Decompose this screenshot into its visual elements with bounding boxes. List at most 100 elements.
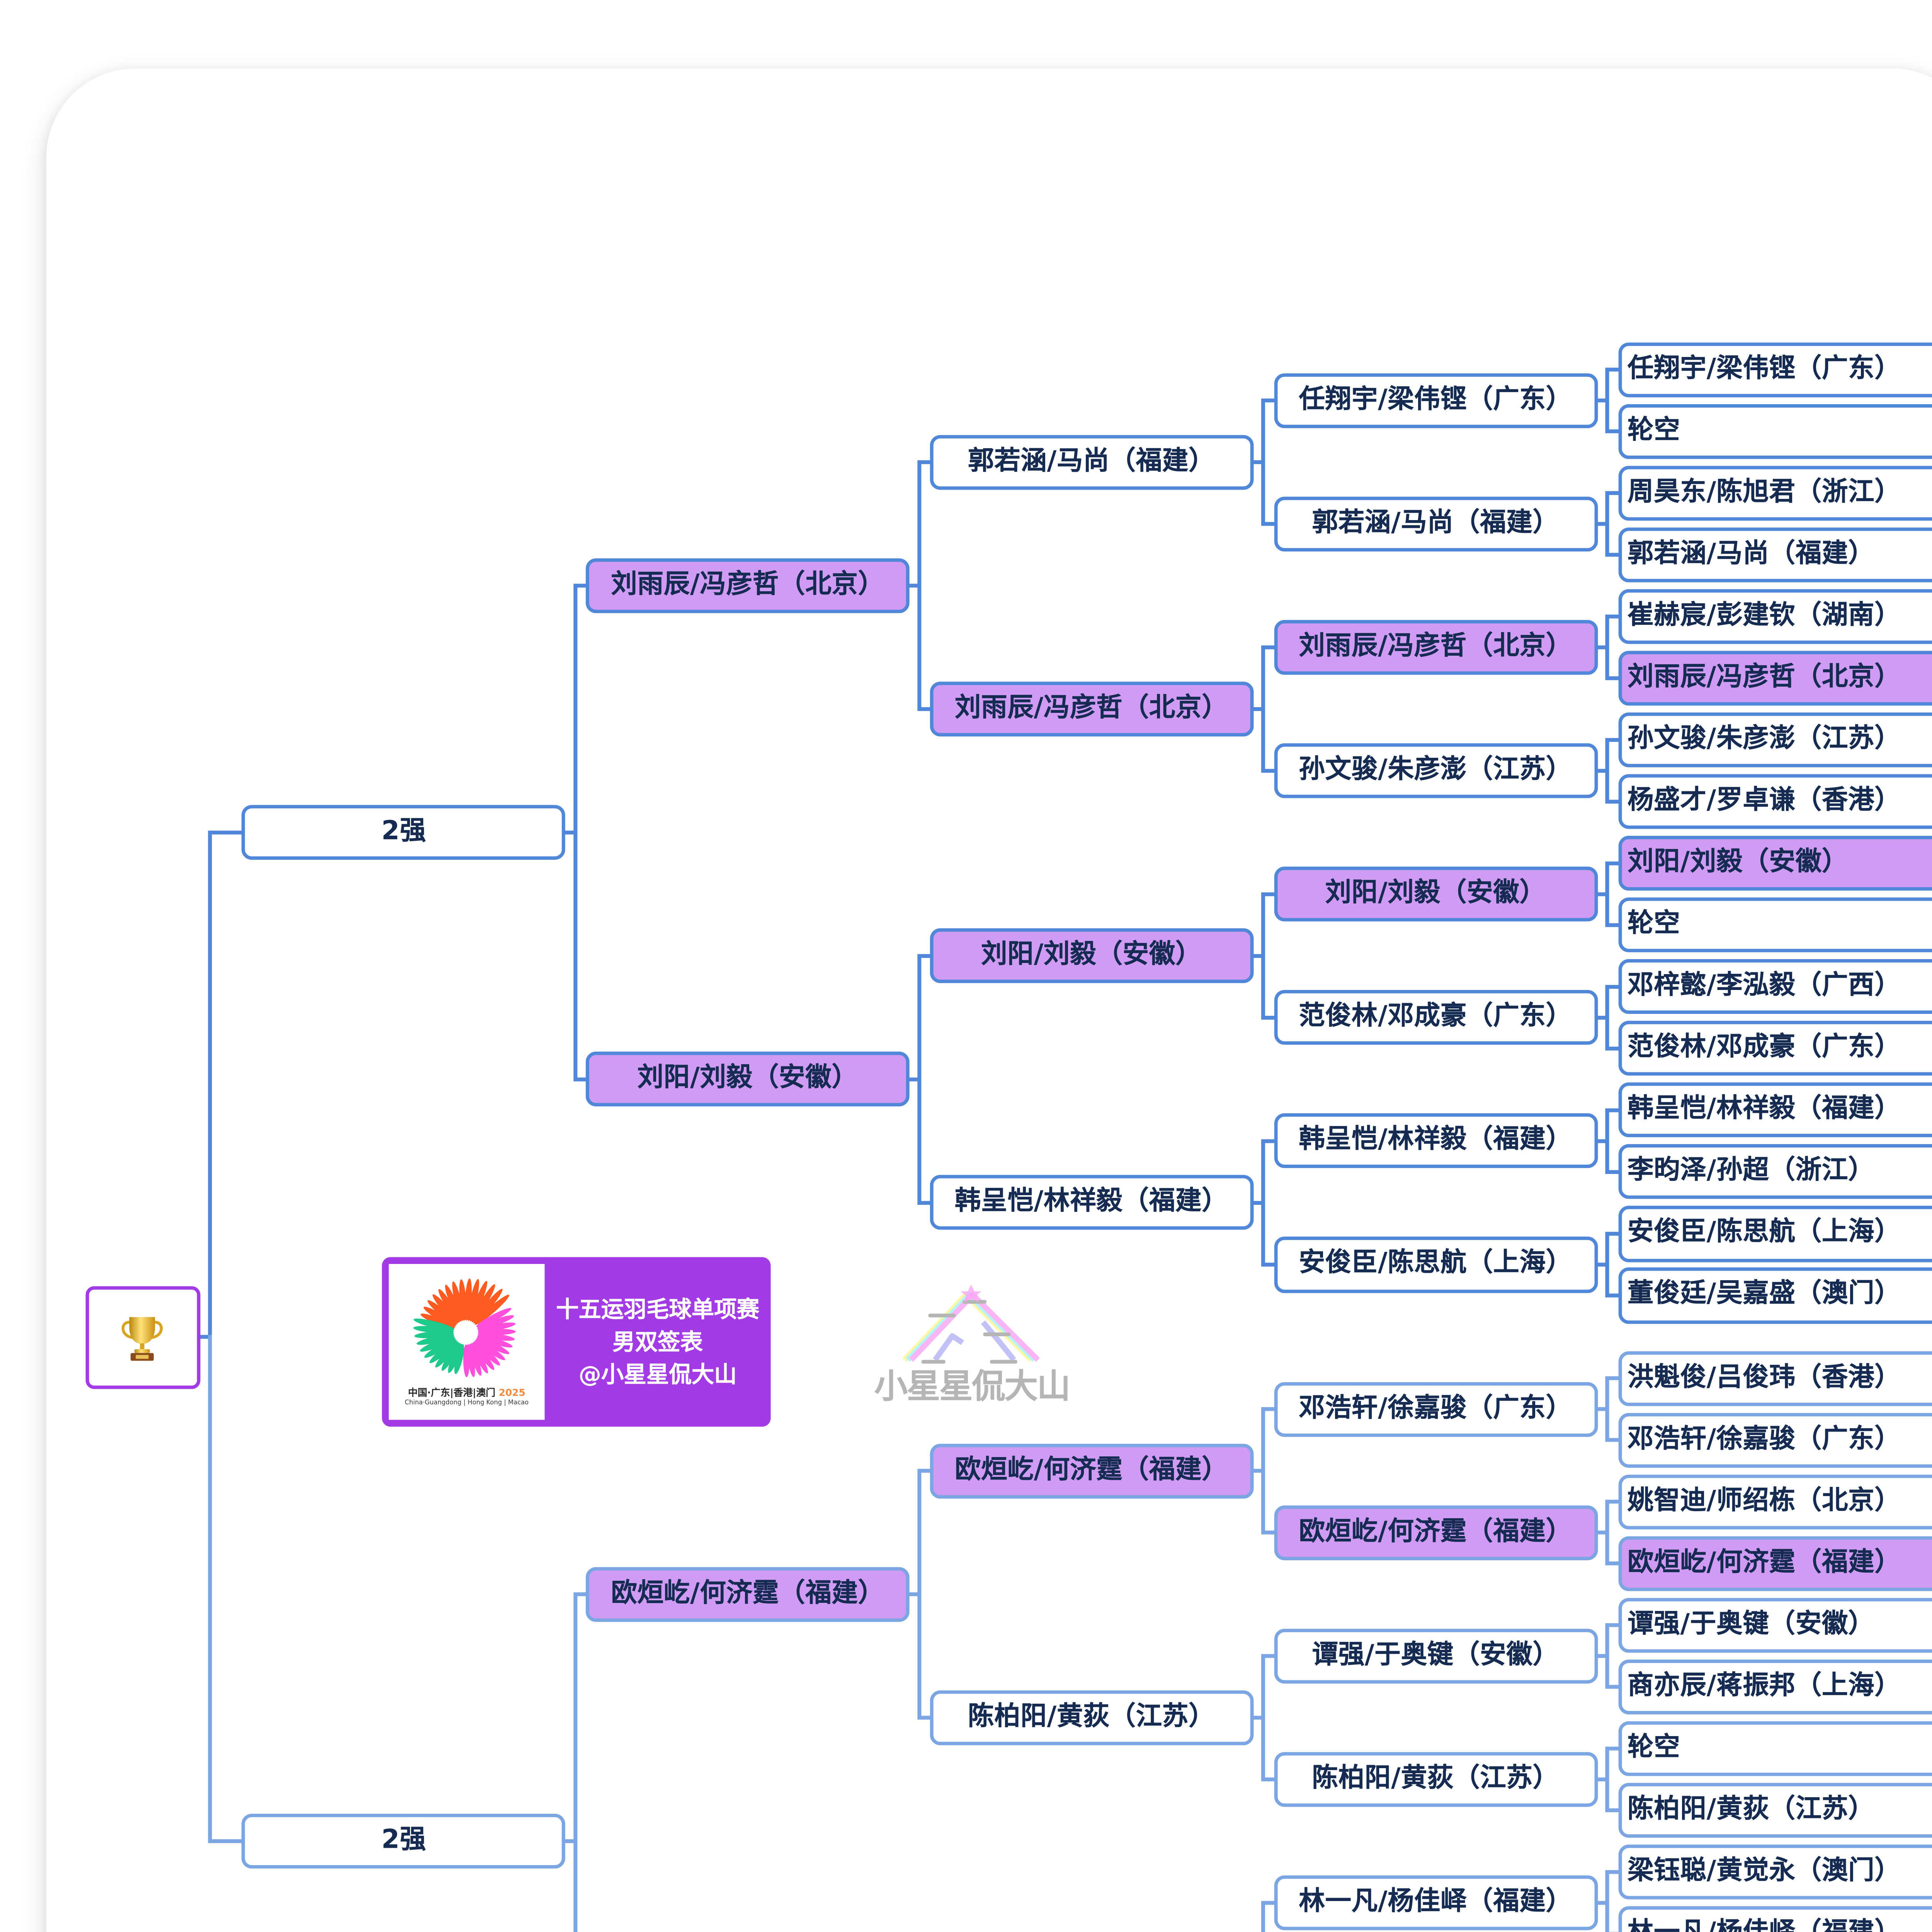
round-of-32-slot: 李昀泽/孙超（浙江） [1618,1144,1932,1200]
semifinal-slot: 刘雨辰/冯彦哲（北京） [586,558,910,614]
slot-label: 2强 [381,815,427,846]
round-of-32-slot: 董俊廷/吴嘉盛（澳门） [1618,1268,1932,1323]
team-name: 郭若涵/马尚（福建） [968,445,1215,476]
connector-line [1595,861,1621,927]
logo-petal [463,1344,469,1378]
logo-tagline-cn: 中国·广东|香港|澳门 2025 [389,1386,544,1400]
team-name: 邓浩轩/徐嘉骏（广东） [1628,1422,1901,1454]
logo-petal [420,1336,455,1352]
round-of-16-slot: 任翔宇/梁伟铿（广东） [1274,372,1597,428]
team-name: 刘阳/刘毅（安徽） [637,1062,858,1093]
team-name: 刘阳/刘毅（安徽） [1628,846,1849,877]
round-of-32-slot: 孙文骏/朱彦澎（江苏） [1618,712,1932,768]
logo-petal [476,1337,510,1354]
round-of-32-slot: 郭若涵/马尚（福建） [1618,527,1932,583]
team-name: 谭强/于奥键（安徽） [1628,1607,1875,1639]
team-name: 刘阳/刘毅（安徽） [1325,877,1546,908]
banner-title: 十五运羽毛球单项赛 男双签表 @小星星侃大山 [545,1294,771,1392]
logo-petal [452,1281,464,1321]
team-name: 韩呈恺/林祥毅（福建） [1299,1124,1572,1155]
team-name: 欧烜屹/何济霆（福建） [1299,1515,1572,1546]
team-name: 杨盛才/罗卓谦（香港） [1628,784,1901,815]
round-of-32-slot: 轮空 [1618,897,1932,953]
banner-line-event: 十五运羽毛球单项赛 [556,1297,760,1323]
logo-petal [471,1343,488,1374]
round-of-16-slot: 陈柏阳/黄荻（江苏） [1274,1752,1597,1807]
team-name: 孙文骏/朱彦澎（江苏） [1299,753,1572,784]
banner-line-author: @小星星侃大山 [578,1362,737,1388]
team-name: 安俊臣/陈思航（上海） [1299,1247,1572,1278]
logo-petal [471,1284,495,1323]
logo-tagline-en: China·Guangdong | Hong Kong | Macao [405,1399,529,1406]
logo-petal [473,1289,503,1323]
connector-line [563,1592,588,1932]
connector-line [1261,1901,1276,1932]
quarterfinal-slot: 欧烜屹/何济霆（福建） [930,1443,1253,1498]
final-slot: 2强 [242,1813,566,1869]
team-name: 邓梓懿/李泓毅（广西） [1628,969,1901,1000]
semifinal-slot: 刘阳/刘毅（安徽） [586,1051,910,1107]
quarterfinal-slot: 陈柏阳/黄荻（江苏） [930,1690,1253,1745]
connector-line [1595,1231,1621,1298]
team-name: 范俊林/邓成豪（广东） [1299,1000,1572,1031]
connector-line [1251,1654,1276,1782]
connector-line [208,1335,244,1843]
quarterfinal-slot: 刘雨辰/冯彦哲（北京） [930,681,1253,737]
team-name: 邓浩轩/徐嘉骏（广东） [1299,1391,1572,1423]
bracket-card [46,68,1932,1932]
round-of-32-slot: 范俊林/邓成豪（广东） [1618,1021,1932,1077]
logo-petal [474,1340,500,1366]
team-name: 韩呈恺/林祥毅（福建） [954,1185,1228,1216]
round-of-32-slot: 洪魁俊/吕俊玮（香港） [1618,1350,1932,1406]
event-banner: 中国·广东|香港|澳门 2025 China·Guangdong | Hong … [382,1257,771,1427]
team-name: 董俊廷/吴嘉盛（澳门） [1628,1278,1901,1309]
logo-petal [429,1340,457,1363]
team-name: 刘雨辰/冯彦哲（北京） [611,568,884,599]
trophy-icon [122,1316,164,1360]
round-of-32-slot: 刘雨辰/冯彦哲（北京） [1618,650,1932,706]
mountain-star-icon [902,1284,1040,1364]
team-name: 梁钰聪/黄觉永（澳门） [1628,1854,1901,1886]
round-of-32-slot: 商亦辰/蒋振邦（上海） [1618,1659,1932,1715]
team-name: 林一凡/杨佳峄（福建） [1299,1885,1572,1917]
round-of-32-slot: 邓浩轩/徐嘉骏（广东） [1618,1412,1932,1468]
team-name: 欧烜屹/何济霆（福建） [954,1453,1228,1485]
team-name: 周昊东/陈旭君（浙江） [1628,475,1901,507]
team-name: 孙文骏/朱彦澎（江苏） [1628,722,1901,753]
team-name: 陈柏阳/黄荻（江苏） [1628,1793,1875,1824]
round-of-16-slot: 谭强/于奥键（安徽） [1274,1628,1597,1684]
round-of-32-slot: 周昊东/陈旭君（浙江） [1618,465,1932,521]
team-name: 陈柏阳/黄荻（江苏） [1312,1762,1559,1793]
round-of-32-slot: 安俊臣/陈思航（上海） [1618,1206,1932,1262]
team-name: 刘雨辰/冯彦哲（北京） [954,692,1228,723]
connector-line [1595,1108,1621,1174]
logo-petal [469,1344,482,1376]
round-of-32-slot: 刘阳/刘毅（安徽） [1618,835,1932,891]
logo-petal [475,1339,505,1361]
connector-line [1595,491,1621,557]
watermark-text: 小星星侃大山 [874,1367,1071,1406]
team-name: 洪魁俊/吕俊玮（香港） [1628,1361,1901,1392]
logo-petal [468,1279,480,1321]
champion-node [86,1285,200,1388]
round-of-16-slot: 安俊臣/陈思航（上海） [1274,1237,1597,1293]
round-of-16-slot: 范俊林/邓成豪（广东） [1274,990,1597,1046]
round-of-32-slot: 姚智迪/师绍栋（北京） [1618,1474,1932,1529]
round-of-32-slot: 陈柏阳/黄荻（江苏） [1618,1782,1932,1838]
connector-line [907,1469,932,1720]
connector-line [1595,614,1621,680]
team-name: 李昀泽/孙超（浙江） [1628,1155,1875,1185]
logo-petal [438,1289,460,1323]
team-name: 郭若涵/马尚（福建） [1312,506,1559,537]
quarterfinal-slot: 刘阳/刘毅（安徽） [930,928,1253,984]
team-name: 任翔宇/梁伟铿（广东） [1299,383,1572,414]
connector-line [1251,398,1276,526]
connector-line [563,583,588,1082]
logo-petal [423,1306,456,1327]
round-of-16-slot: 刘雨辰/冯彦哲（北京） [1274,619,1597,675]
team-name: 姚智迪/师绍栋（北京） [1628,1484,1901,1515]
connector-line [907,460,932,711]
logo-petal [454,1344,464,1374]
logo-petal [435,1341,458,1367]
